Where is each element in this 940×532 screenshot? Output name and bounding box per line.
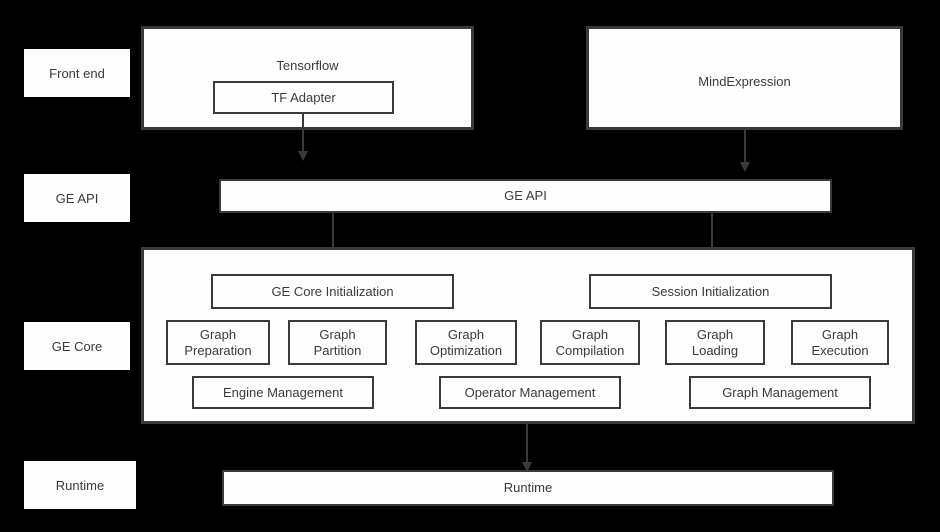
mindexpression-panel: MindExpression xyxy=(586,26,903,130)
management-graph[interactable]: Graph Management xyxy=(689,376,871,409)
stage-label-ge-core: GE Core xyxy=(24,322,130,370)
stage-label-runtime-text: Runtime xyxy=(55,477,105,493)
module-graph-optimization-label: Graph Optimization xyxy=(429,327,503,358)
module-graph-partition[interactable]: Graph Partition xyxy=(288,320,387,365)
management-engine[interactable]: Engine Management xyxy=(192,376,374,409)
module-graph-partition-label: Graph Partition xyxy=(313,327,362,358)
arrow-ge-api-to-ge-core-init-line xyxy=(332,213,334,254)
arrow-mindexpression-to-ge-api-line xyxy=(744,130,746,162)
management-operator-label: Operator Management xyxy=(464,384,596,400)
arrow-mindexpression-to-ge-api-head xyxy=(740,162,750,172)
module-graph-preparation[interactable]: Graph Preparation xyxy=(166,320,270,365)
module-graph-compilation[interactable]: Graph Compilation xyxy=(540,320,640,365)
tensorflow-panel: Tensorflow xyxy=(141,26,474,130)
ge-core-initialization-label: GE Core Initialization xyxy=(271,283,394,299)
ge-core-initialization-box[interactable]: GE Core Initialization xyxy=(211,274,454,309)
module-graph-optimization[interactable]: Graph Optimization xyxy=(415,320,517,365)
ge-api-bar[interactable]: GE API xyxy=(219,179,832,213)
module-graph-execution[interactable]: Graph Execution xyxy=(791,320,889,365)
arrow-tf-adapter-to-ge-api-line xyxy=(302,114,304,151)
stage-label-ge-core-text: GE Core xyxy=(51,338,103,354)
mindexpression-panel-title: MindExpression xyxy=(698,74,791,89)
arrow-ge-api-to-session-init-line xyxy=(711,213,713,254)
runtime-bar-label: Runtime xyxy=(503,480,553,496)
tf-adapter-label: TF Adapter xyxy=(271,89,336,105)
tensorflow-panel-title: Tensorflow xyxy=(276,58,339,73)
tf-adapter-box[interactable]: TF Adapter xyxy=(213,81,394,114)
session-initialization-box[interactable]: Session Initialization xyxy=(589,274,832,309)
management-operator[interactable]: Operator Management xyxy=(439,376,621,409)
stage-label-ge-api: GE API xyxy=(24,174,130,222)
session-initialization-label: Session Initialization xyxy=(651,283,770,299)
module-graph-loading[interactable]: Graph Loading xyxy=(665,320,765,365)
arrow-ge-core-to-runtime-head xyxy=(522,462,532,472)
management-engine-label: Engine Management xyxy=(223,384,343,400)
stage-label-runtime: Runtime xyxy=(24,461,136,509)
module-graph-preparation-label: Graph Preparation xyxy=(184,327,252,358)
arrow-ge-core-to-runtime-line xyxy=(526,424,528,462)
stage-label-front-end: Front end xyxy=(24,49,130,97)
arrow-tf-adapter-to-ge-api-head xyxy=(298,151,308,161)
module-graph-execution-label: Graph Execution xyxy=(811,327,869,358)
ge-api-bar-label: GE API xyxy=(504,188,547,204)
module-graph-compilation-label: Graph Compilation xyxy=(555,327,625,358)
stage-label-ge-api-text: GE API xyxy=(55,190,99,206)
runtime-bar[interactable]: Runtime xyxy=(222,470,834,506)
stage-label-front-end-text: Front end xyxy=(49,65,105,81)
module-graph-loading-label: Graph Loading xyxy=(691,327,739,358)
management-graph-label: Graph Management xyxy=(722,384,838,400)
